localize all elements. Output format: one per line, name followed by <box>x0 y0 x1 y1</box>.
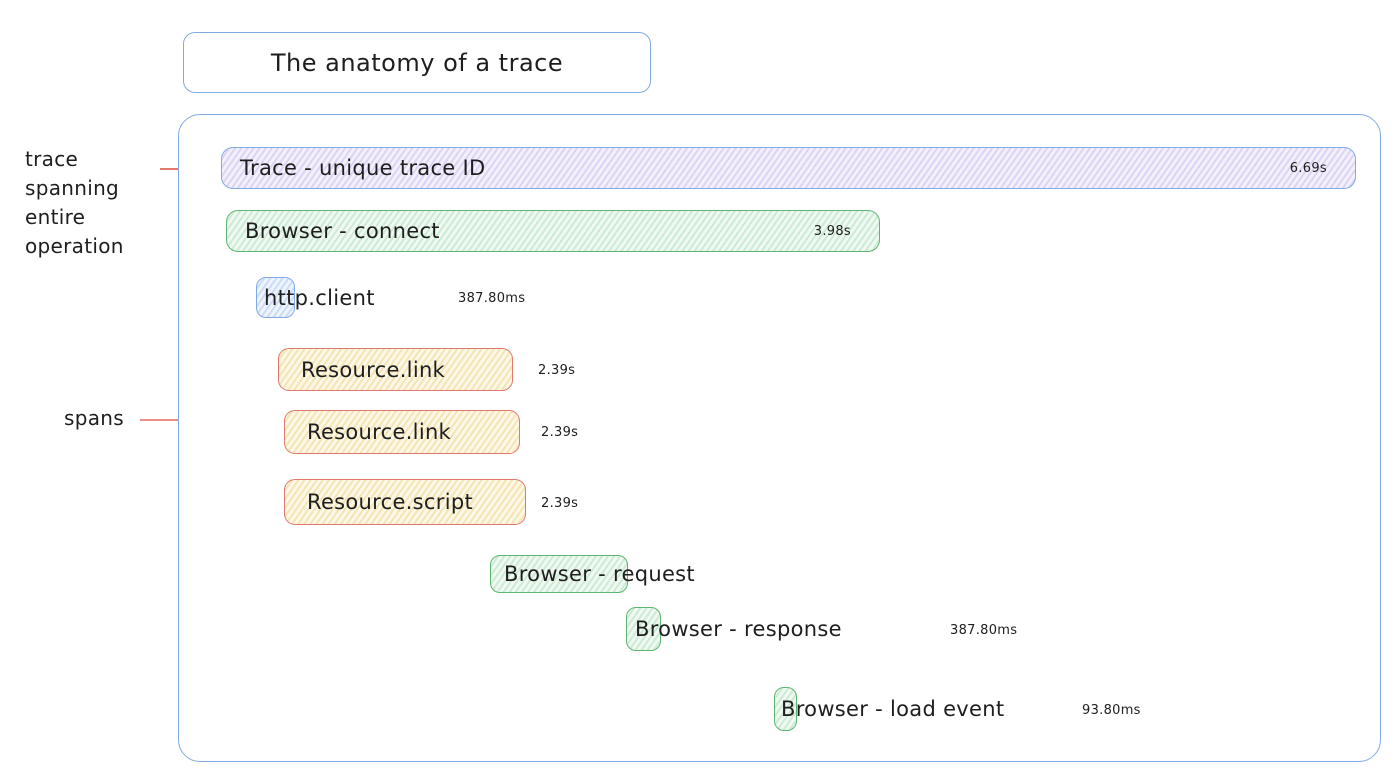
span-browser-request: Browser - request <box>490 555 810 593</box>
span-duration: 2.39s <box>541 496 579 511</box>
span-duration: 2.39s <box>538 363 576 378</box>
span-label: Browser - response <box>635 617 842 641</box>
span-duration: 2.39s <box>541 425 579 440</box>
span-browser-response-box <box>626 607 661 651</box>
span-resource-link-2: Resource.link <box>284 410 584 454</box>
span-duration: 387.80ms <box>950 623 1018 638</box>
trace-bar-label: Trace - unique trace ID <box>240 156 486 180</box>
span-browser-connect: Browser - connect 3.98s <box>226 210 880 252</box>
span-label: http.client <box>264 285 375 310</box>
span-browser-load-event-box <box>774 687 797 731</box>
title-box: The anatomy of a trace <box>183 32 651 93</box>
spans-connector-line <box>140 419 208 421</box>
span-resource-link-1: Resource.link <box>278 348 578 391</box>
trace-bar-duration: 6.69s <box>1289 160 1327 176</box>
span-label: Browser - request <box>504 562 695 586</box>
span-duration: 93.80ms <box>1082 703 1141 718</box>
span-resource-link-1-box: Resource.link <box>278 348 513 391</box>
span-label: Resource.link <box>307 420 452 444</box>
span-resource-script: Resource.script <box>284 479 584 525</box>
span-resource-link-2-box: Resource.link <box>284 410 520 454</box>
span-http-client: http.client <box>256 277 676 318</box>
span-duration: 3.98s <box>813 223 851 239</box>
span-label: Resource.link <box>301 357 446 382</box>
spans-annotation: spans <box>64 406 124 430</box>
diagram-title: The anatomy of a trace <box>270 48 564 77</box>
span-resource-script-box: Resource.script <box>284 479 526 525</box>
span-browser-load-event: Browser - load event <box>774 687 1194 731</box>
span-browser-request-box <box>490 555 628 593</box>
span-duration: 387.80ms <box>458 291 526 306</box>
span-label: Browser - connect <box>245 219 440 243</box>
trace-bar: Trace - unique trace ID 6.69s <box>221 147 1356 189</box>
span-label: Resource.script <box>307 490 473 514</box>
span-http-client-box <box>256 277 295 318</box>
span-label: Browser - load event <box>781 697 1005 721</box>
span-browser-response: Browser - response <box>626 607 1086 651</box>
trace-spanning-annotation: trace spanning entire operation <box>25 147 124 258</box>
